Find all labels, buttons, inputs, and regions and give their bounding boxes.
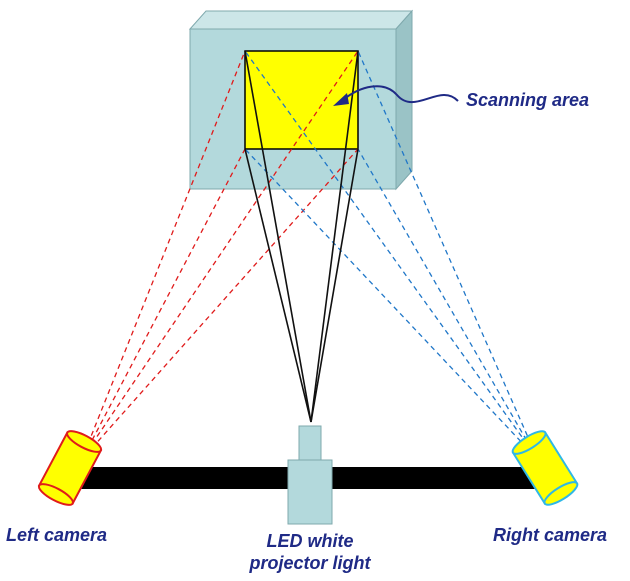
- left-ray-3: [87, 148, 246, 449]
- projector-lens: [298, 425, 322, 461]
- left-ray-1: [87, 50, 246, 445]
- projector-body: [287, 459, 333, 525]
- scanning-area-label: Scanning area: [466, 90, 590, 110]
- right-camera-label: Right camera: [493, 525, 608, 545]
- projector-ray-3: [244, 148, 312, 423]
- projector-label-line2: projector light: [249, 553, 371, 573]
- projector-rays: [244, 50, 359, 423]
- projector-ray-4: [310, 148, 359, 423]
- right-camera-bottom: [543, 481, 579, 506]
- projector-label: LED white projector light: [220, 530, 400, 574]
- panel-top-face: [188, 10, 414, 30]
- arrow-head: [333, 93, 349, 106]
- projector-icon: [287, 425, 333, 525]
- left-camera-label: Left camera: [6, 525, 108, 545]
- projector-ray-2: [310, 50, 359, 423]
- arrow-path: [342, 85, 459, 103]
- right-camera-icon: [511, 430, 579, 506]
- right-ray-3: [244, 148, 528, 449]
- right-ray-4: [357, 148, 532, 449]
- scanning-area-rect: [244, 50, 359, 150]
- curved-arrow-icon: [333, 85, 459, 106]
- right-camera-rays: [244, 50, 532, 449]
- left-ray-4: [91, 148, 359, 449]
- left-camera-bottom: [37, 483, 74, 506]
- projector-ray-1: [244, 50, 312, 423]
- left-camera-lens: [66, 430, 103, 453]
- left-camera-icon: [37, 430, 103, 506]
- projector-label-line1: LED white: [266, 531, 354, 551]
- right-camera-lens: [511, 430, 547, 455]
- left-ray-2: [91, 50, 359, 445]
- left-camera-rays: [87, 50, 359, 449]
